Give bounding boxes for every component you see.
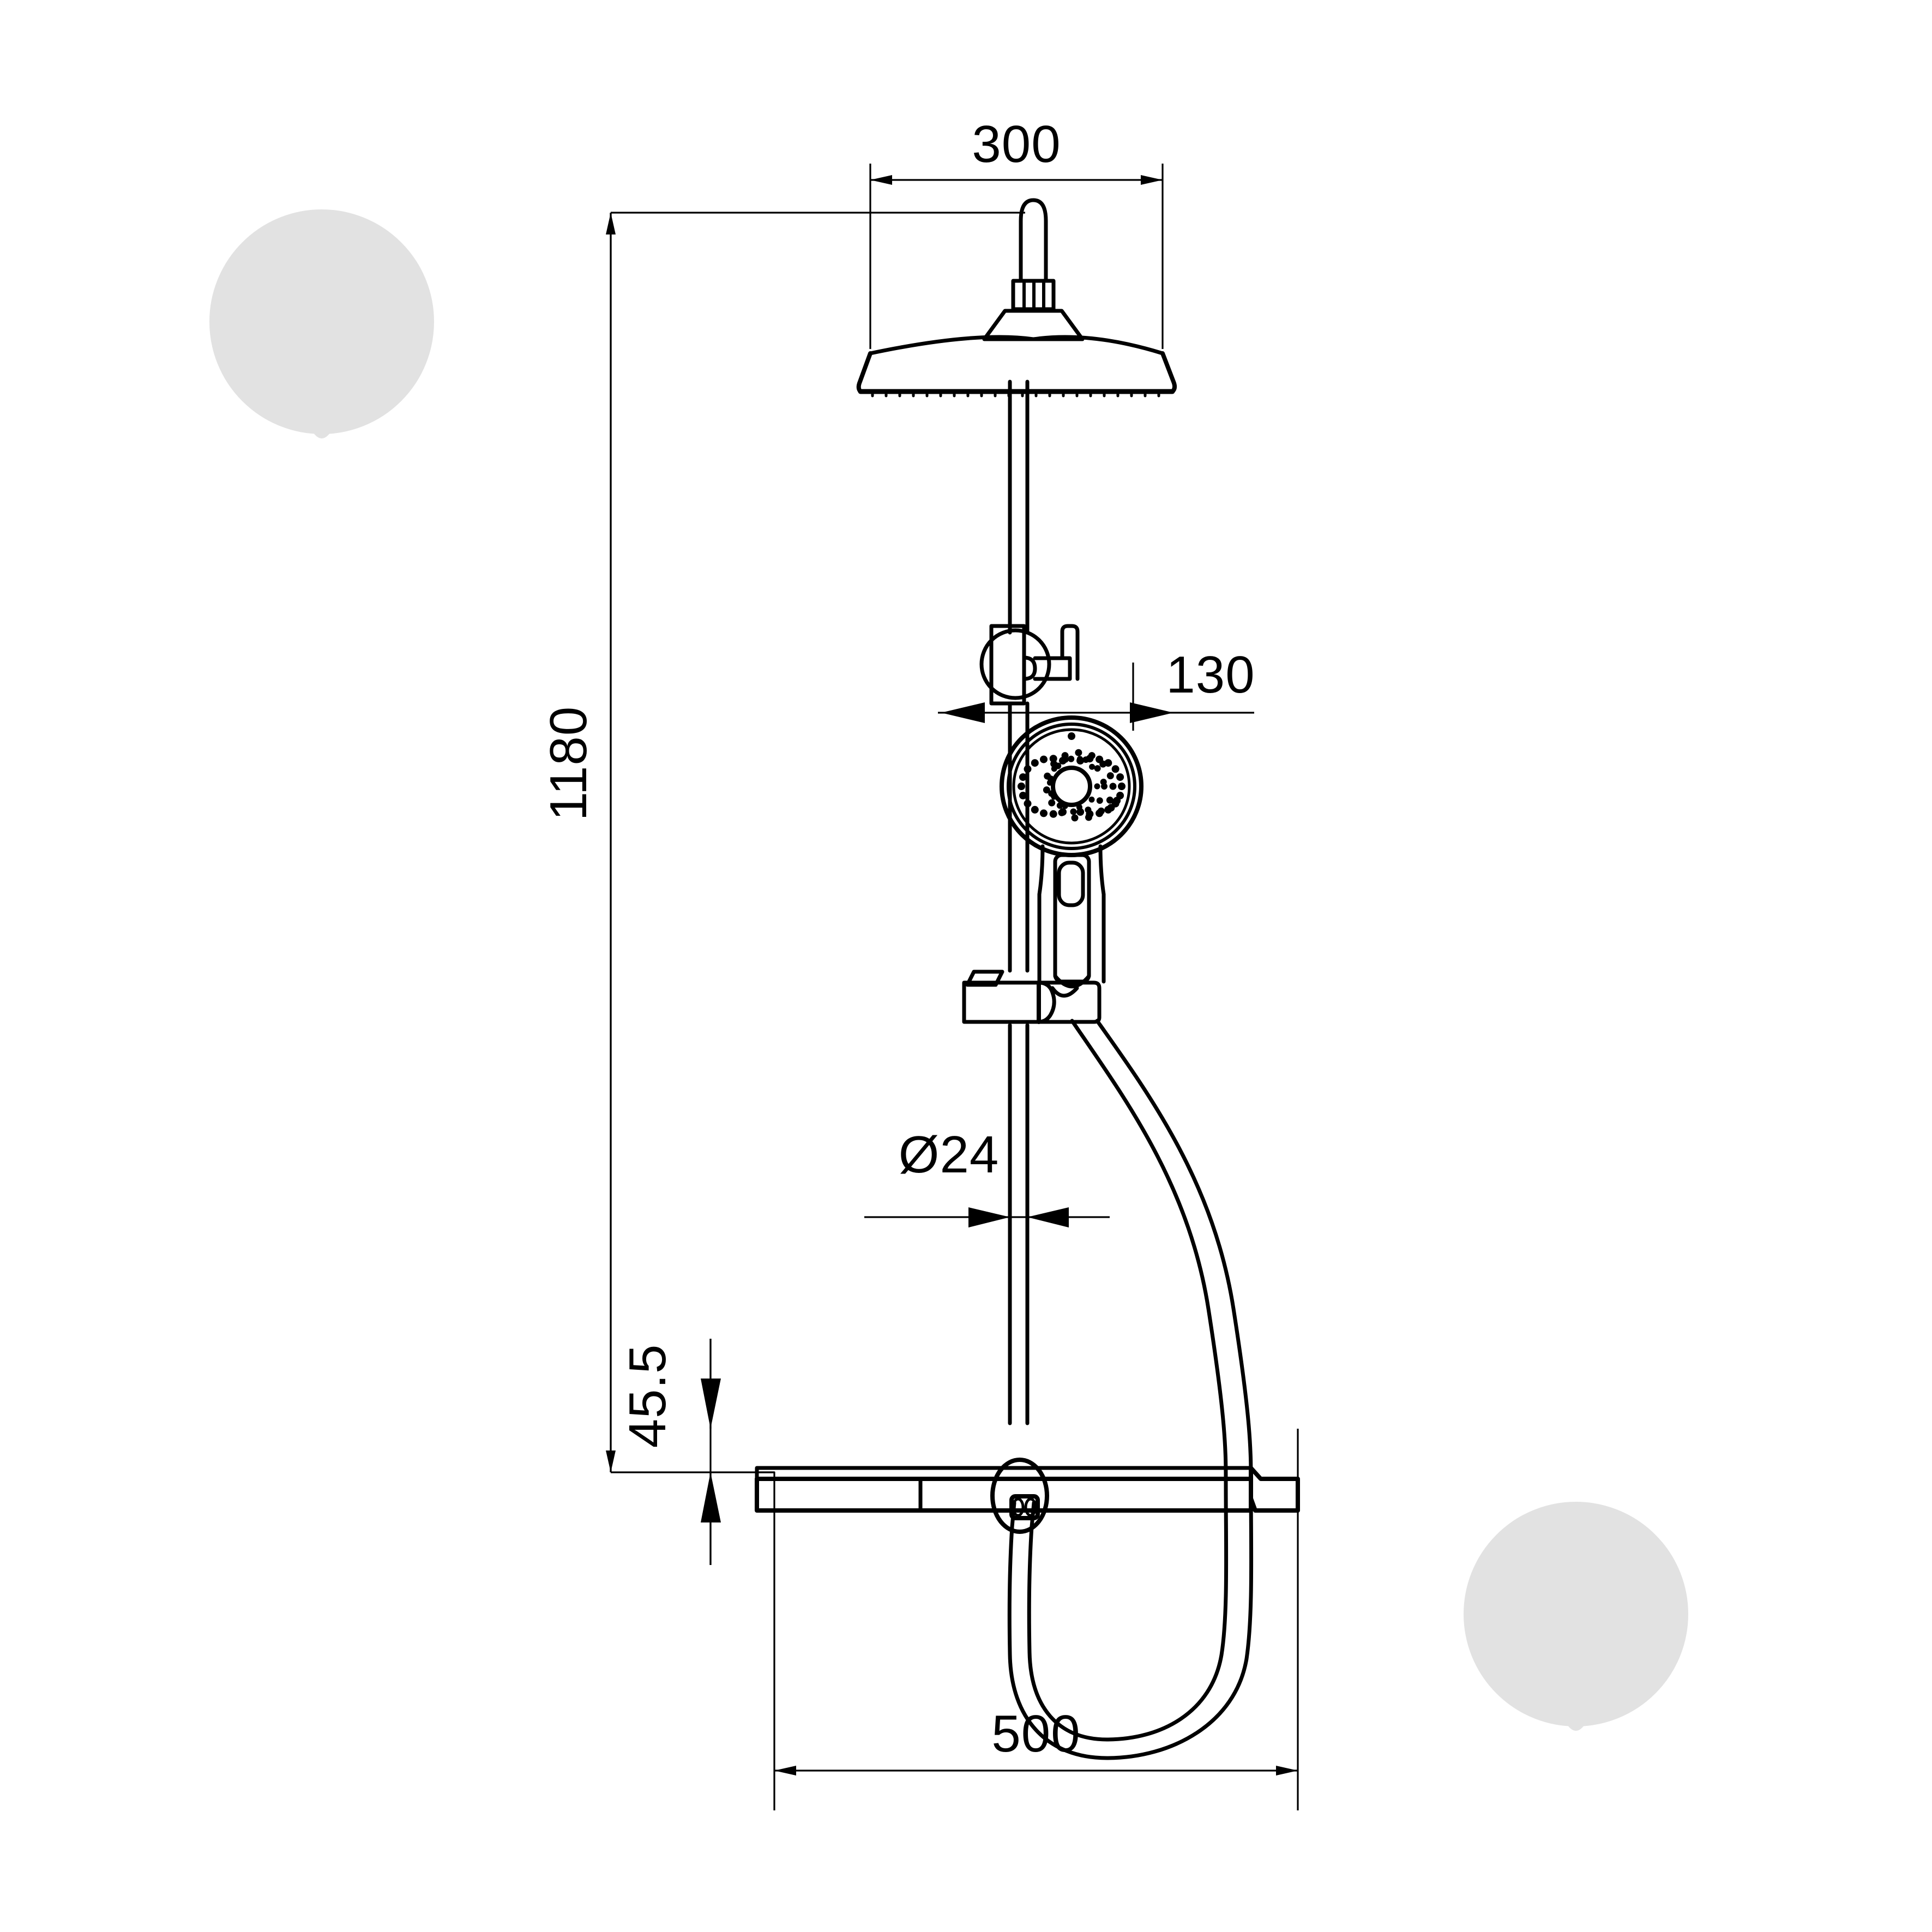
dimension-300: 300 xyxy=(870,115,1163,185)
dimension-1180-label: 1180 xyxy=(539,706,598,821)
dimension-45-5-label: 45.5 xyxy=(618,1344,677,1448)
dimension-130: 130 xyxy=(938,646,1255,723)
shower-hose xyxy=(1007,1019,1254,1760)
rain-shower-head xyxy=(856,198,1177,398)
product-outline xyxy=(755,198,1300,1760)
watermark-logo-top-left xyxy=(209,209,434,438)
thermostatic-mixer-bar xyxy=(755,1458,1300,1534)
sliding-holder xyxy=(962,970,1102,1024)
dimension-500: 500 xyxy=(774,1705,1298,1775)
extension-lines xyxy=(610,164,1299,1810)
dimension-diameter-24-label: Ø24 xyxy=(899,1126,999,1184)
dimension-1180: 1180 xyxy=(539,213,616,1472)
dimension-500-label: 500 xyxy=(991,1705,1080,1763)
diverter-valve xyxy=(979,624,1080,706)
dimension-diameter-24: Ø24 xyxy=(864,1126,1110,1227)
hand-shower xyxy=(1000,715,1143,989)
watermark-logo-bottom-right xyxy=(1464,1502,1688,1731)
dimension-45-5: 45.5 xyxy=(618,1339,721,1565)
dimension-300-label: 300 xyxy=(972,115,1061,173)
riser-pipe xyxy=(1008,380,1030,1425)
dimension-130-label: 130 xyxy=(1166,646,1255,704)
